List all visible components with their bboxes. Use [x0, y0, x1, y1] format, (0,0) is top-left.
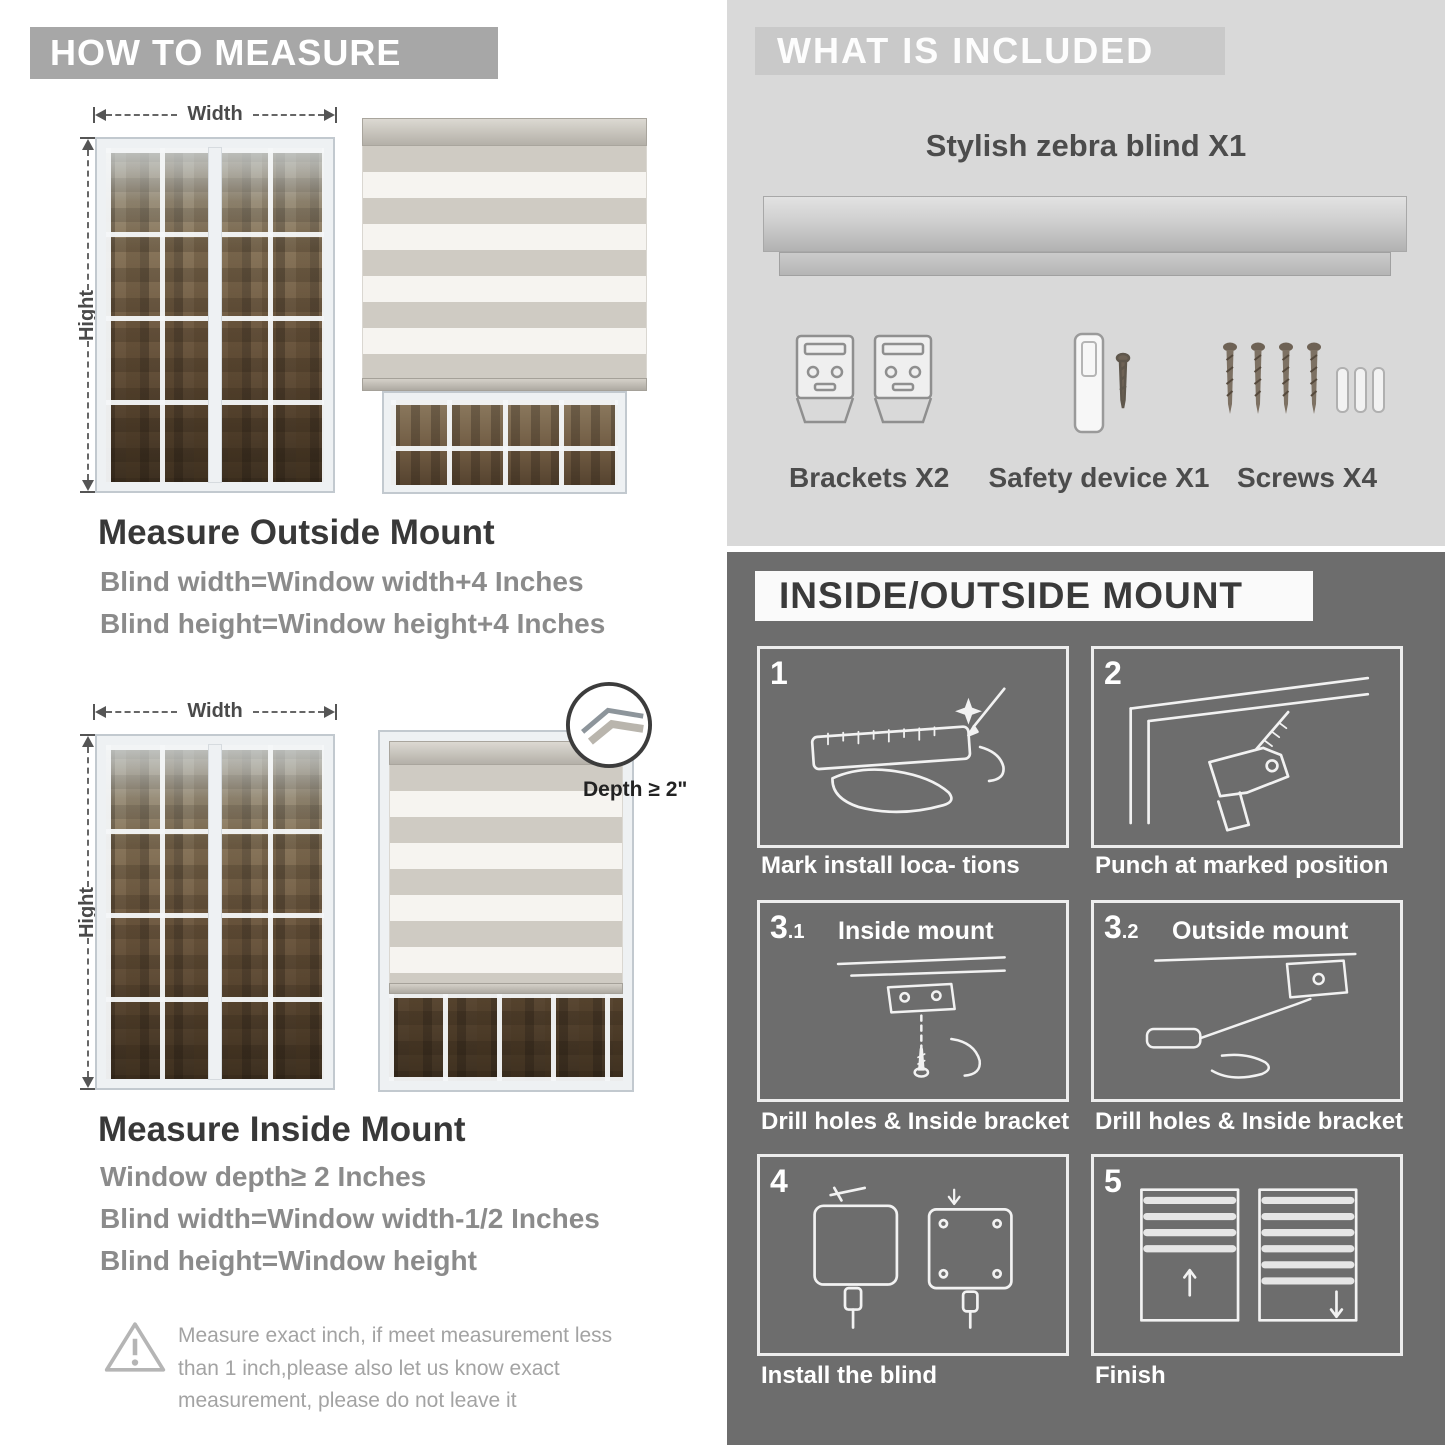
blind-bottom-rail: [362, 378, 647, 391]
arrow-down-icon: [81, 480, 94, 491]
arrow-shaft: [252, 113, 325, 116]
blind-stripes: [389, 765, 623, 983]
arrow-tick: [335, 106, 338, 123]
how-to-measure-section: HOW TO MEASURE Width Hight: [0, 0, 712, 1445]
arrow-right-icon: [324, 705, 336, 718]
arrow-up-icon: [81, 139, 94, 150]
how-to-measure-header: HOW TO MEASURE: [30, 27, 498, 79]
arrow-tick: [93, 106, 95, 123]
blind-bottom-rail: [389, 983, 623, 994]
warning-icon: [104, 1322, 166, 1372]
arrow-tick: [79, 734, 96, 736]
arrow-left-icon: [95, 108, 106, 121]
blind-cassette: [362, 118, 647, 146]
zebra-blind-outside-illustration: [362, 118, 647, 494]
safety-device-icon: [1073, 332, 1131, 434]
step-4-box: 4: [757, 1154, 1069, 1356]
inside-formula-height: Blind height=Window height: [100, 1245, 477, 1276]
width-label: Width: [187, 103, 243, 125]
depth-detail-icon: [565, 681, 653, 769]
finish-illustration: [1094, 1157, 1400, 1353]
step-5-box: 5: [1091, 1154, 1403, 1356]
safety-device-label: Safety device X1: [988, 462, 1210, 493]
install-blind-illustration: [760, 1157, 1066, 1353]
measure-note: Measure exact inch, if meet measurement …: [178, 1324, 613, 1413]
blind-stripes: [362, 146, 647, 378]
arrow-shaft: [106, 710, 178, 713]
outside-formula-width: Blind width=Window width+4 Inches: [100, 566, 584, 597]
screws-icon: [1223, 342, 1385, 414]
depth-label: Depth ≥ 2": [583, 778, 688, 801]
width-arrow: Width: [93, 700, 338, 723]
step-number: 2: [1104, 655, 1122, 691]
step-2-caption: Punch at marked position: [1095, 852, 1389, 879]
outside-mount-title: Measure Outside Mount: [98, 513, 495, 552]
arrow-shaft: [106, 113, 178, 116]
screws-label: Screws X4: [1236, 462, 1378, 493]
arrow-shaft: [86, 747, 89, 887]
step-5-caption: Finish: [1095, 1362, 1166, 1389]
step-2-box: 2: [1091, 646, 1403, 848]
inside-mount-illustration: [760, 929, 1066, 1099]
outside-formula-height: Blind height=Window height+4 Inches: [100, 608, 606, 639]
step-1-box: 1: [757, 646, 1069, 848]
inset-zebra-blind: [389, 741, 623, 994]
zebra-blind-inside-illustration: [378, 730, 634, 1092]
mark-location-illustration: [760, 649, 1066, 845]
arrow-left-icon: [95, 705, 106, 718]
mount-header: INSIDE/OUTSIDE MOUNT: [755, 571, 1313, 621]
window-below-blind: [382, 391, 627, 494]
headrail-illustration: [763, 196, 1407, 252]
brackets-label: Brackets X2: [789, 462, 950, 493]
outside-mount-illustration: [1094, 929, 1400, 1099]
arrow-tick: [93, 703, 95, 720]
arrow-tick: [79, 491, 96, 493]
window-grid: [391, 400, 618, 485]
height-arrow: Hight: [62, 734, 113, 1090]
arrow-shaft: [86, 340, 89, 480]
step-3-1-tag: Inside mount: [838, 917, 994, 945]
window-mullion: [209, 745, 221, 1079]
headrail-valance: [779, 252, 1391, 276]
inside-formula-width: Blind width=Window width-1/2 Inches: [100, 1203, 600, 1234]
step-3-1-box: 3.1 Inside mount: [757, 900, 1069, 1102]
width-arrow: Width: [93, 103, 338, 126]
step-3-2-box: 3.2 Outside mount: [1091, 900, 1403, 1102]
window-mullion: [209, 148, 221, 482]
step-4-caption: Install the blind: [761, 1362, 938, 1389]
height-arrow: Hight: [62, 137, 113, 493]
arrow-down-icon: [81, 1077, 94, 1088]
step-1-caption: Mark install loca- tions: [761, 852, 1020, 879]
arrow-shaft: [86, 937, 89, 1077]
arrow-shaft: [86, 150, 89, 290]
arrow-tick: [79, 137, 96, 139]
arrow-tick: [79, 1088, 96, 1090]
window-illustration: [95, 137, 335, 493]
brackets-icon: [795, 334, 933, 424]
width-label: Width: [187, 700, 243, 722]
step-number: 4: [770, 1163, 788, 1199]
step-3-1-caption: Drill holes & Inside bracket: [761, 1108, 1070, 1135]
what-is-included-section: WHAT IS INCLUDED Stylish zebra blind X1: [727, 0, 1445, 546]
step-3-2-caption: Drill holes & Inside bracket: [1095, 1108, 1404, 1135]
step-number: 5: [1104, 1163, 1122, 1199]
arrow-right-icon: [324, 108, 336, 121]
blind-name-label: Stylish zebra blind X1: [925, 128, 1247, 163]
window-illustration: [95, 734, 335, 1090]
arrow-shaft: [252, 710, 325, 713]
arrow-tick: [335, 703, 338, 720]
arrow-up-icon: [81, 736, 94, 747]
mount-instructions-section: INSIDE/OUTSIDE MOUNT 1: [727, 552, 1445, 1445]
inside-formula-depth: Window depth≥ 2 Inches: [100, 1161, 427, 1192]
step-number: 3.2: [1104, 909, 1139, 945]
what-is-included-header: WHAT IS INCLUDED: [755, 27, 1225, 75]
inside-mount-title: Measure Inside Mount: [98, 1110, 466, 1149]
step-number: 3.1: [770, 909, 805, 945]
drill-illustration: [1094, 649, 1400, 845]
step-number: 1: [770, 655, 788, 691]
step-3-2-tag: Outside mount: [1172, 917, 1349, 945]
